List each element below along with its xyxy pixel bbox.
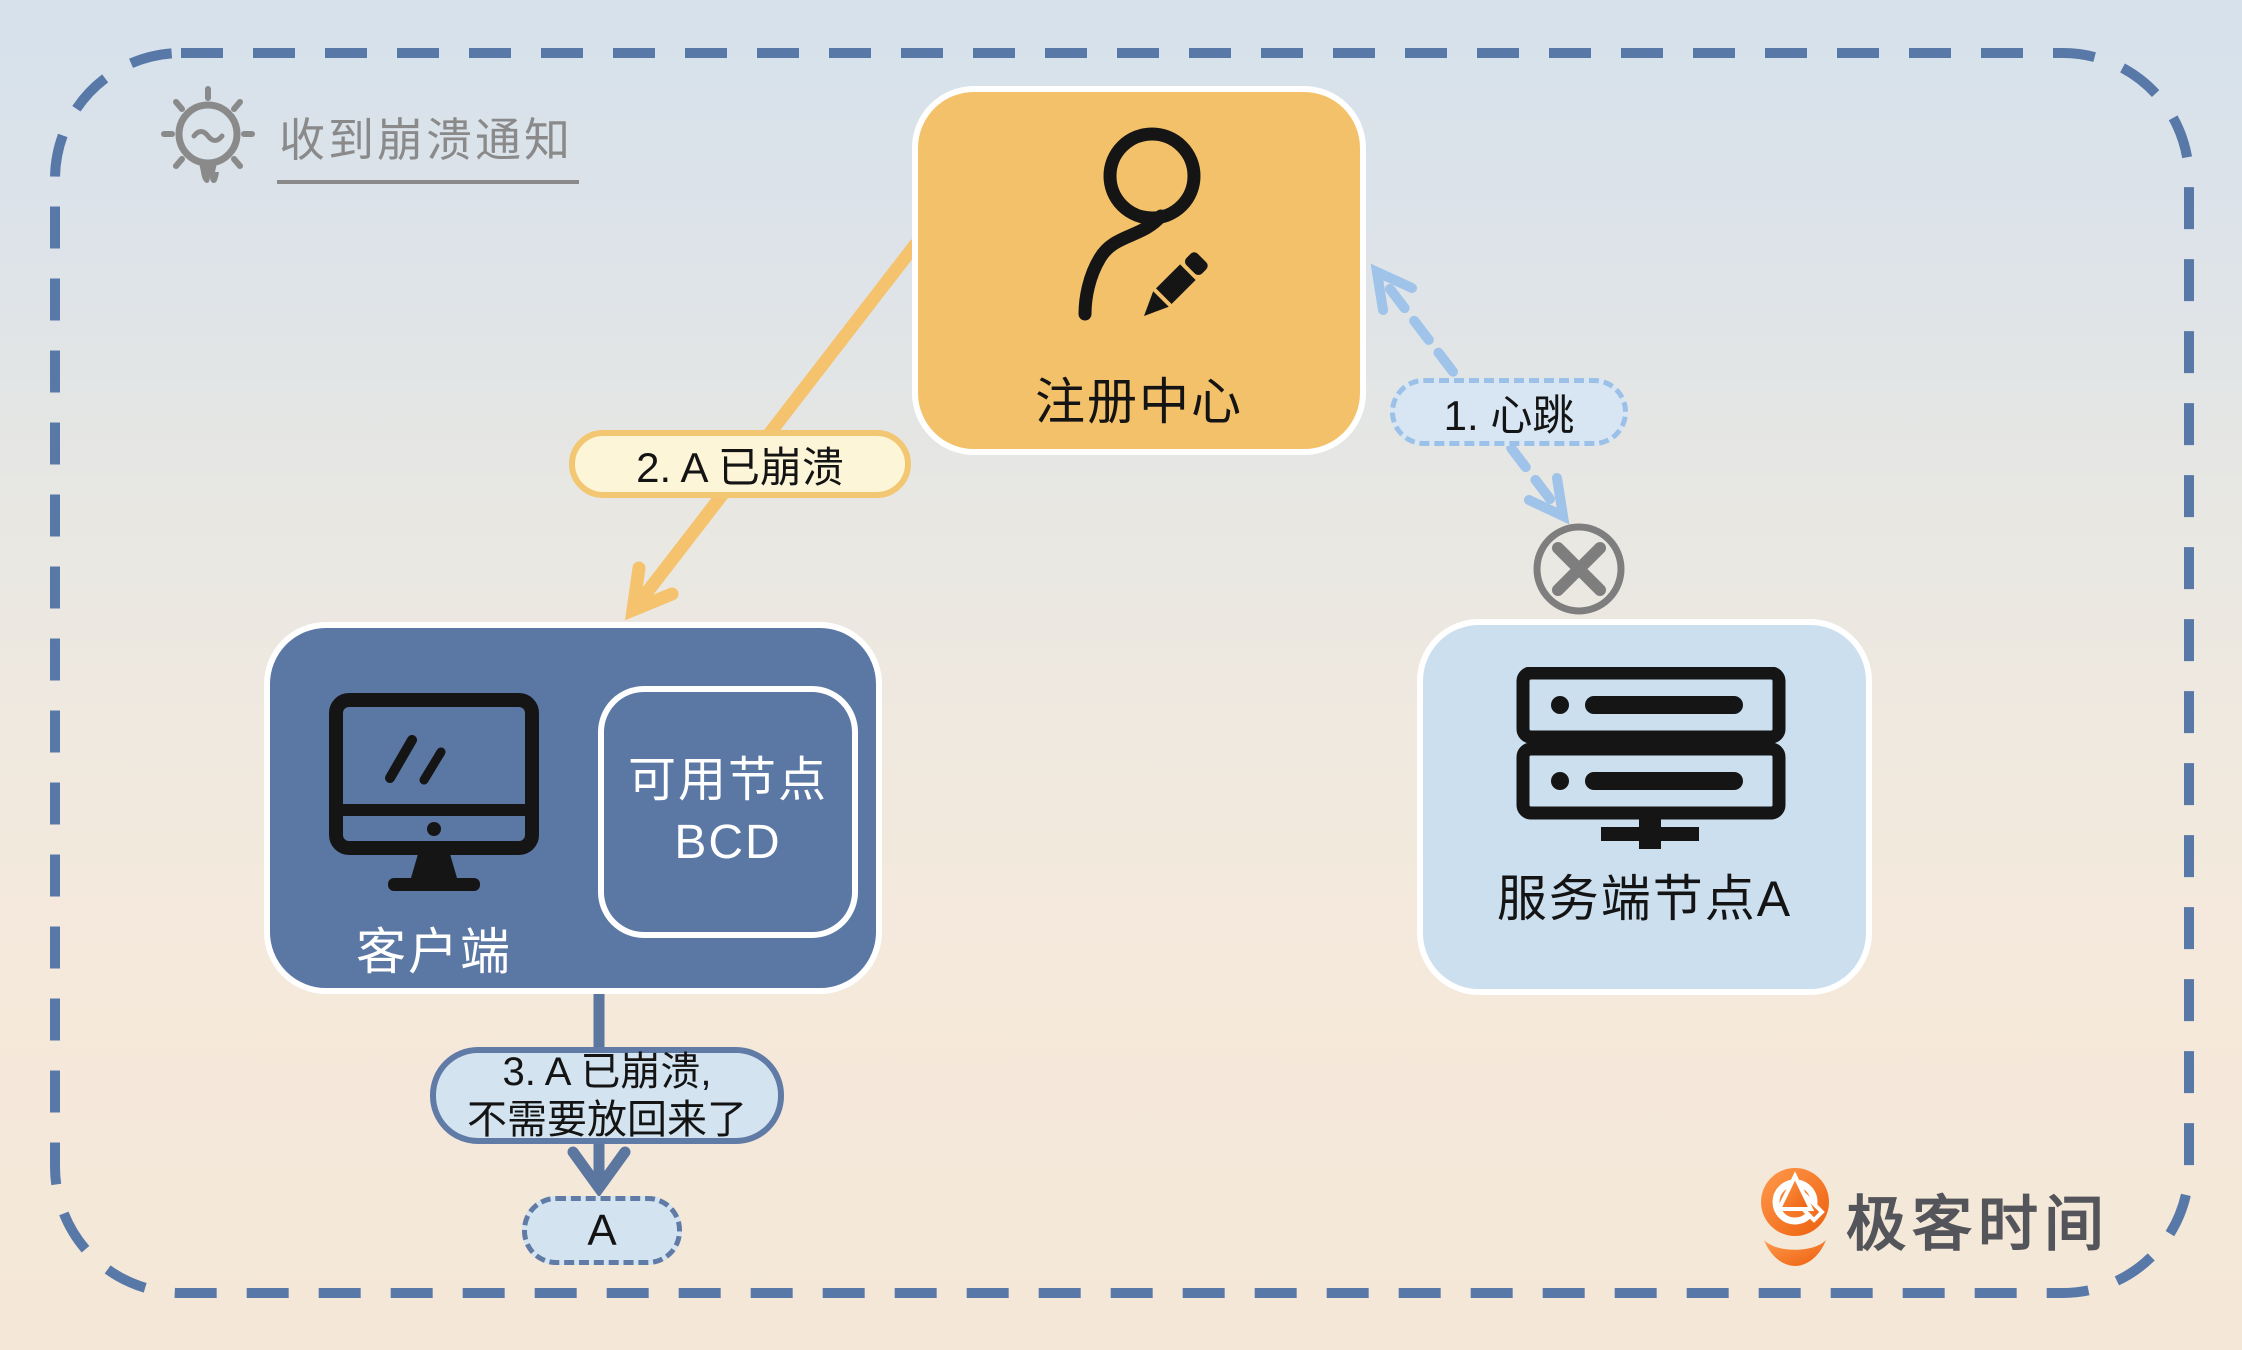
brand: 极客时间: [1758, 1164, 2110, 1266]
brand-name: 极客时间: [1846, 1191, 2110, 1258]
outer-dashed-border: [50, 48, 2194, 1298]
removed-node-a: A: [522, 1196, 682, 1265]
available-nodes-panel: 可用节点 BCD: [598, 686, 858, 938]
note-label: 收到崩溃通知: [277, 104, 579, 184]
heartbeat-pill-text: 1. 心跳: [1443, 391, 1575, 439]
registry-label: 注册中心: [1035, 374, 1243, 430]
available-nodes-title: 可用节点: [627, 753, 828, 807]
crash-info-pill: 3. A 已崩溃, 不需要放回来了: [430, 1047, 784, 1144]
registry-node: 注册中心: [912, 86, 1366, 455]
server-node-a: 服务端节点A: [1417, 619, 1872, 995]
available-nodes-list: BCD: [674, 816, 782, 869]
heartbeat-pill: 1. 心跳: [1390, 378, 1628, 446]
removed-node-a-text: A: [587, 1205, 617, 1255]
server-label: 服务端节点A: [1496, 871, 1793, 927]
person-edit-icon: [1078, 127, 1208, 321]
crash-notice-pill-text: 2. A 已崩溃: [636, 443, 844, 491]
server-rack-icon: [1516, 667, 1786, 849]
client-node: 客户端 可用节点 BCD: [264, 622, 882, 994]
lightbulb-icon: [161, 86, 255, 183]
crash-notice-arrow: [624, 238, 922, 621]
crashed-x-icon: [1533, 523, 1625, 615]
client-computer-icon: [329, 693, 539, 891]
client-label: 客户端: [356, 924, 512, 980]
crash-notice-pill: 2. A 已崩溃: [569, 430, 911, 498]
crash-info-line1: 3. A 已崩溃,: [502, 1049, 712, 1094]
geektime-logo-icon: [1761, 1168, 1829, 1266]
crash-info-line2: 不需要放回来了: [467, 1097, 747, 1142]
